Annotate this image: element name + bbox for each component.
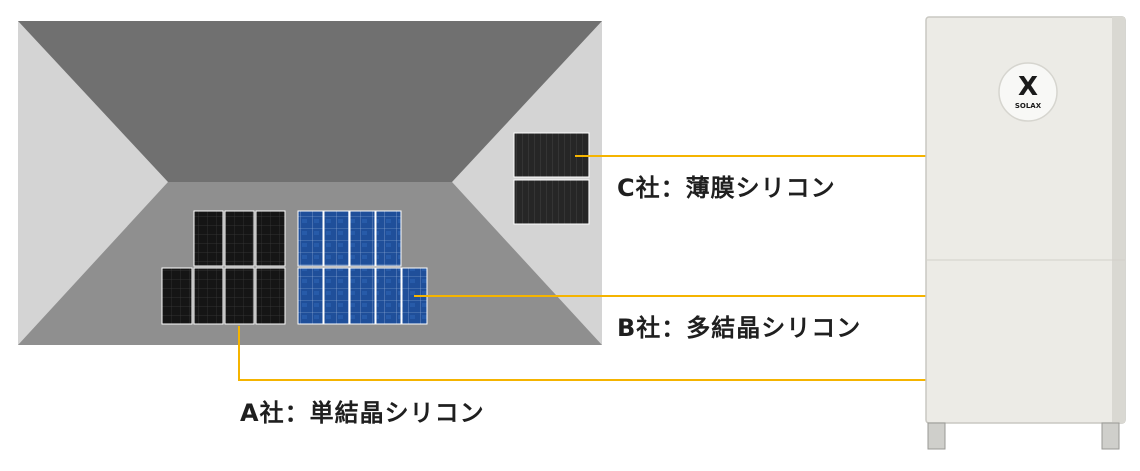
logo-text: SOLAX: [1015, 102, 1042, 110]
cabinet-foot-left: [928, 423, 945, 449]
mono-panel: [256, 268, 285, 324]
poly-panel: [324, 211, 349, 266]
mono-panel: [225, 211, 254, 266]
mono-panel: [162, 268, 192, 324]
thin-film-panel: [514, 180, 589, 224]
poly-panel: [376, 211, 401, 266]
cabinet-foot-right: [1102, 423, 1119, 449]
poly-panel: [350, 268, 375, 324]
poly-panel: [298, 211, 323, 266]
mono-panel: [194, 211, 223, 266]
poly-panel: [298, 268, 323, 324]
battery-cabinet: X SOLAX: [926, 17, 1125, 449]
label-thin-film-silicon: C社：薄膜シリコン: [617, 168, 836, 203]
label-polycrystalline-silicon: B社：多結晶シリコン: [617, 308, 861, 343]
mono-panel: [256, 211, 285, 266]
poly-panel: [324, 268, 349, 324]
poly-panel: [376, 268, 401, 324]
poly-panel: [350, 211, 375, 266]
cabinet-side-shade: [1112, 17, 1125, 423]
mono-panel: [225, 268, 254, 324]
label-monocrystalline-silicon: A社：単結晶シリコン: [240, 393, 485, 428]
mono-panel: [194, 268, 223, 324]
logo-mark: X: [1018, 72, 1038, 102]
